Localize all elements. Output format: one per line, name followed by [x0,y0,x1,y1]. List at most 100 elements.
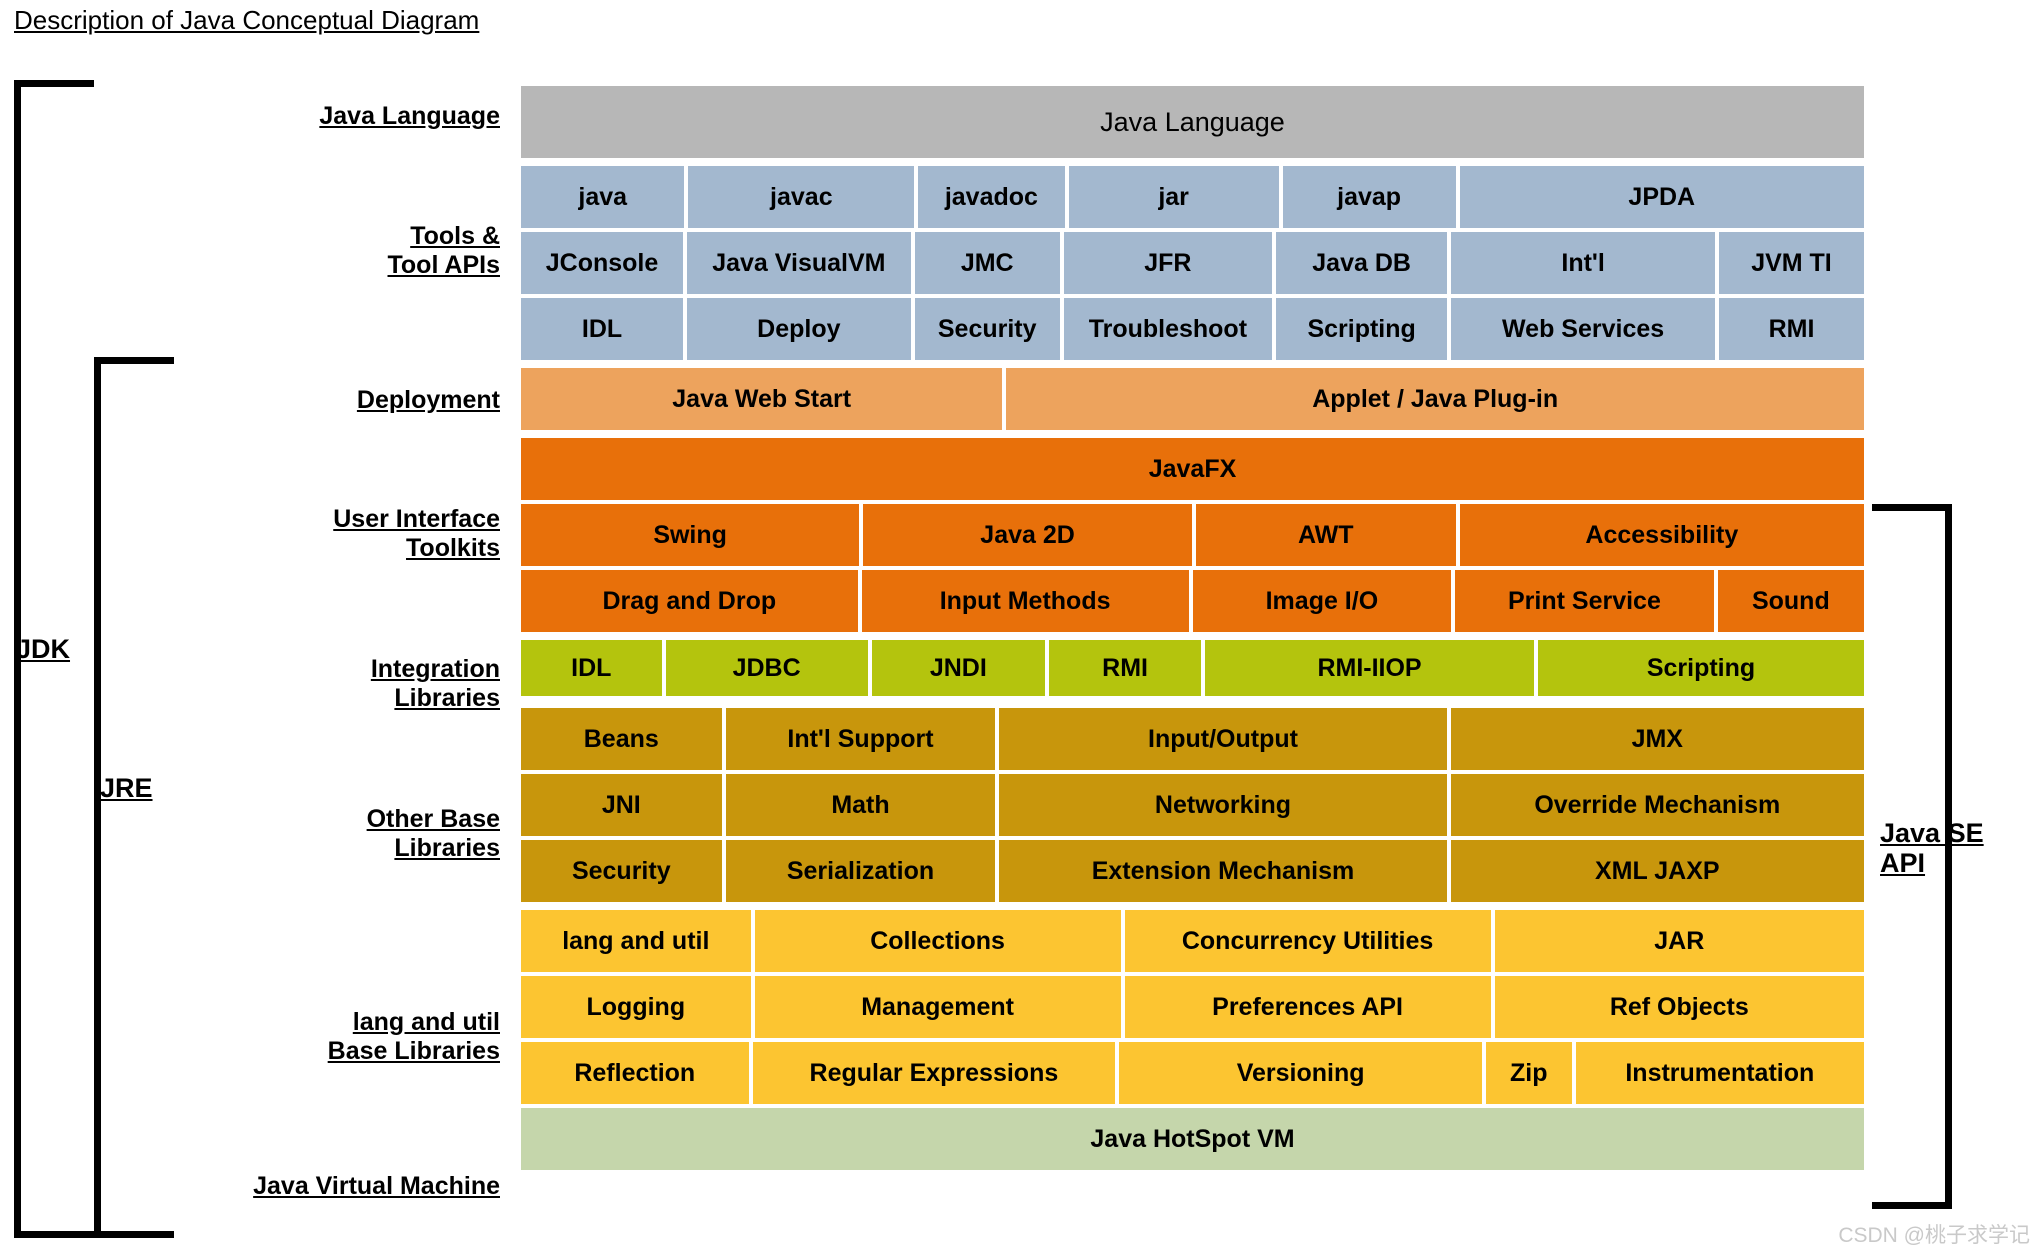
cell-javap: javap [1282,166,1456,228]
cell-jar: jar [1068,166,1279,228]
cell-input-output: Input/Output [999,708,1447,770]
cell-print-service: Print Service [1455,570,1714,632]
cell-concurrency-utilities: Concurrency Utilities [1124,910,1491,972]
cell-networking: Networking [999,774,1447,836]
section-other-base-row-2: JNI Math Networking Override Mechanism [521,774,1864,836]
cell-regular-expressions: Regular Expressions [752,1042,1116,1104]
cell-jfr: JFR [1063,232,1272,294]
row-label-text: Libraries [394,684,500,712]
cell-java-hotspot-vm: Java HotSpot VM [521,1108,1864,1170]
cell-reflection: Reflection [521,1042,749,1104]
row-label-text: Integration [370,655,500,683]
row-label-deployment: Deployment [357,386,500,415]
cell-security-tools: Security [914,298,1060,360]
section-jvm: Java HotSpot VM [521,1108,1864,1170]
row-label-text: Java Language [319,102,500,130]
row-label-text: Deployment [356,386,500,414]
row-label-text: Tool APIs [387,251,501,279]
cell-xml-jaxp: XML JAXP [1450,840,1864,902]
cell-security-base: Security [521,840,722,902]
jdk-bracket-label: JDK [16,634,71,664]
watermark-text: CSDN @桃子求学记 [1838,1224,2030,1247]
cell-java-2d: Java 2D [863,504,1192,566]
section-other-base-row-3: Security Serialization Extension Mechani… [521,840,1864,902]
cell-intl: Int'l [1451,232,1715,294]
cell-jar-lang-util: JAR [1494,910,1864,972]
row-label-lang-and-util-base-libraries: lang and util Base Libraries [328,1008,500,1066]
row-label-text: Other Base [366,805,500,833]
section-lang-util-row-1: lang and util Collections Concurrency Ut… [521,910,1864,972]
row-label-text: Java Virtual Machine [253,1172,500,1200]
row-label-text: Tools & [410,222,500,250]
cell-zip: Zip [1485,1042,1572,1104]
cell-java: java [521,166,685,228]
section-lang-util-row-3: Reflection Regular Expressions Versionin… [521,1042,1864,1104]
section-deployment: Java Web Start Applet / Java Plug-in [521,368,1864,430]
row-label-text: User Interface [333,505,500,533]
java-se-api-label-line2: API [1880,848,1926,879]
jre-bracket [94,357,174,1238]
cell-deploy: Deploy [687,298,911,360]
section-javafx: JavaFX [521,438,1864,500]
cell-web-services: Web Services [1451,298,1715,360]
row-label-integration-libraries: Integration Libraries [371,655,500,713]
section-tools-row-1: java javac javadoc jar javap JPDA [521,166,1865,228]
section-ui-toolkits-row-2: Drag and Drop Input Methods Image I/O Pr… [521,570,1864,632]
cell-scripting-integration: Scripting [1537,640,1864,696]
section-other-base-row-1: Beans Int'l Support Input/Output JMX [521,708,1864,770]
row-label-text: Libraries [394,834,500,862]
row-label-column: Java Language Tools & Tool APIs Deployme… [120,0,500,1257]
diagram-stack: Java Language java javac javadoc jar jav… [521,86,1865,1174]
cell-ref-objects: Ref Objects [1494,976,1864,1038]
cell-applet-java-plugin: Applet / Java Plug-in [1006,368,1864,430]
cell-instrumentation: Instrumentation [1575,1042,1864,1104]
section-ui-toolkits-row-1: Swing Java 2D AWT Accessibility [521,504,1864,566]
row-label-text: Base Libraries [327,1037,500,1065]
cell-troubleshoot: Troubleshoot [1063,298,1272,360]
section-java-language: Java Language [521,86,1864,158]
cell-javadoc: javadoc [918,166,1065,228]
java-se-api-label-line1: Java SE [1880,818,1984,848]
java-se-api-bracket-label: Java SE API [1880,818,1984,878]
cell-jmc: JMC [914,232,1060,294]
cell-beans: Beans [521,708,722,770]
cell-idl-integration: IDL [521,640,662,696]
cell-rmi-integration: RMI [1049,640,1202,696]
row-label-user-interface-toolkits: User Interface Toolkits [333,505,500,563]
cell-versioning: Versioning [1119,1042,1482,1104]
cell-awt: AWT [1195,504,1456,566]
cell-java-language: Java Language [521,86,1864,158]
section-lang-util-row-2: Logging Management Preferences API Ref O… [521,976,1864,1038]
jre-bracket-label: JRE [100,773,153,803]
cell-input-methods: Input Methods [861,570,1189,632]
cell-accessibility: Accessibility [1459,504,1864,566]
section-integration-libraries: IDL JDBC JNDI RMI RMI-IIOP Scripting [521,640,1864,696]
row-label-tools-and-tool-apis: Tools & Tool APIs [388,222,501,280]
cell-jni: JNI [521,774,722,836]
cell-javac: javac [688,166,915,228]
cell-math: Math [725,774,996,836]
cell-rmi-tools: RMI [1718,298,1865,360]
cell-image-io: Image I/O [1192,570,1452,632]
cell-logging: Logging [521,976,751,1038]
cell-idl-tools: IDL [521,298,684,360]
row-label-java-language: Java Language [319,102,500,131]
cell-jndi: JNDI [871,640,1046,696]
cell-preferences-api: Preferences API [1124,976,1491,1038]
row-label-java-virtual-machine: Java Virtual Machine [253,1172,500,1201]
cell-jdbc: JDBC [665,640,868,696]
cell-lang-and-util: lang and util [521,910,751,972]
cell-extension-mechanism: Extension Mechanism [999,840,1447,902]
jdk-bracket [14,80,94,1238]
cell-jmx: JMX [1450,708,1864,770]
cell-swing: Swing [521,504,860,566]
cell-collections: Collections [754,910,1121,972]
cell-scripting-tools: Scripting [1275,298,1448,360]
java-se-api-bracket [1872,504,1952,1209]
row-label-text: Toolkits [406,534,500,562]
cell-java-web-start: Java Web Start [521,368,1003,430]
page-title: Description of Java Conceptual Diagram [14,5,480,35]
cell-javafx: JavaFX [521,438,1864,500]
cell-jconsole: JConsole [521,232,684,294]
